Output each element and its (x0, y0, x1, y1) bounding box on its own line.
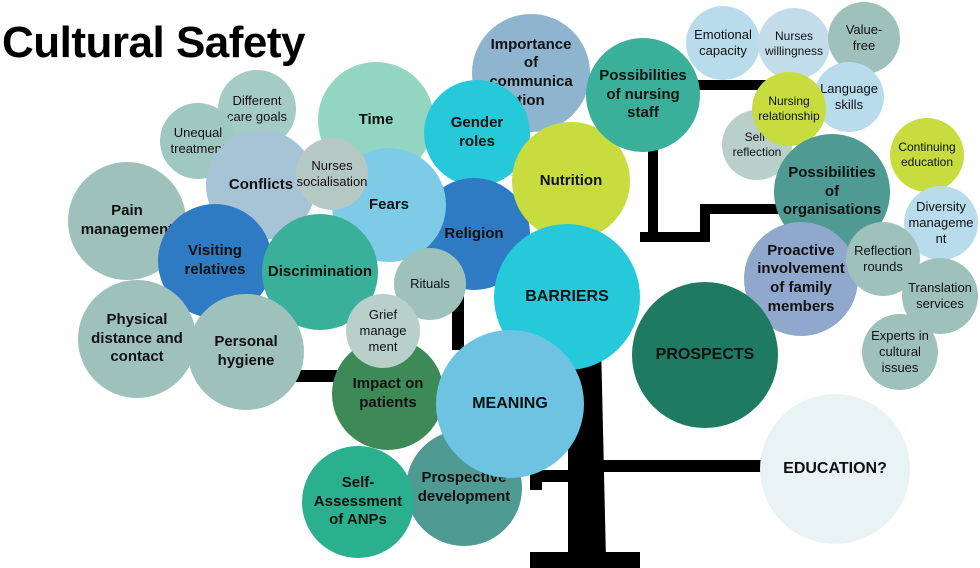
branch (700, 204, 710, 240)
bubble-nurses-socialisation: Nurses socialisation (296, 138, 368, 210)
bubble-nurses-willingness: Nurses willingness (758, 8, 830, 80)
trunk-base (530, 552, 640, 568)
branch (640, 232, 710, 242)
bubble-physical-distance-and-contact: Physical distance and contact (78, 280, 196, 398)
branch (530, 470, 542, 490)
branch (648, 110, 658, 240)
bubble-self-assessment-of-anps: Self- Assessment of ANPs (302, 446, 414, 558)
branch (600, 460, 770, 472)
branch (700, 204, 790, 214)
page-title: Cultural Safety (2, 18, 306, 67)
branch (690, 80, 770, 90)
bubble-rituals: Rituals (394, 248, 466, 320)
bubble-grief-management: Grief manage ment (346, 294, 420, 368)
bubble-emotional-capacity: Emotional capacity (686, 6, 760, 80)
bubble-possibilities-of-nursing-staff: Possibilities of nursing staff (586, 38, 700, 152)
bubble-prospects: PROSPECTS (632, 282, 778, 428)
bubble-nursing-relationship: Nursing relationship (752, 72, 826, 146)
bubble-proactive-involvement-of-family-members: Proactive involvement of family members (744, 222, 858, 336)
bubble-personal-hygiene: Personal hygiene (188, 294, 304, 410)
bubble-experts-in-cultural-issues: Experts in cultural issues (862, 314, 938, 390)
bubble-continuing-education: Continuing education (890, 118, 964, 192)
bubble-meaning: MEANING (436, 330, 584, 478)
bubble-language-skills: Language skills (814, 62, 884, 132)
bubble-education: EDUCATION? (760, 394, 910, 544)
